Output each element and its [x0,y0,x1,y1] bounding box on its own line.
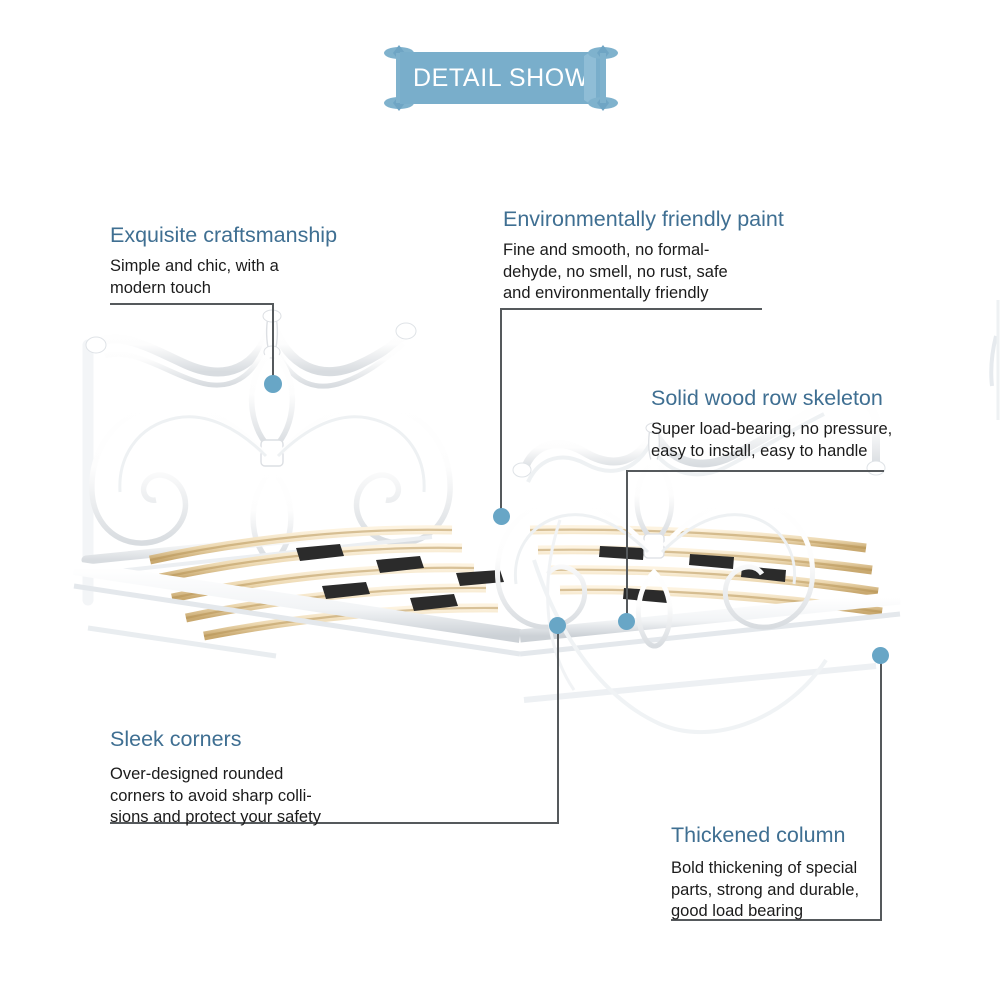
banner-plate [400,52,602,104]
callout-title-skeleton: Solid wood row skeleton [651,386,883,410]
leader-column-vertical [880,655,882,920]
callout-title-craftsmanship: Exquisite craftsmanship [110,223,338,247]
callout-body-line: easy to install, easy to handle [651,441,868,460]
callout-body-craftsmanship: Simple and chic, with a modern touch [110,256,337,299]
callout-dot-paint [493,508,510,525]
banner-ribbon-right-icon [584,45,618,111]
callout-title-column: Thickened column [671,823,846,847]
leader-paint-horizontal [500,308,762,310]
callout-body-line: modern touch [110,278,211,297]
callout-dot-column [872,647,889,664]
callout-dot-corners [549,617,566,634]
callout-body-skeleton: Super load-bearing, no pressure, easy to… [651,419,892,462]
callout-solid-wood-row-skeleton: Solid wood row skeleton Super load-beari… [651,385,892,462]
callout-sleek-corners: Sleek corners Over-designed rounded corn… [110,726,321,829]
leader-craftsmanship-horizontal [110,303,273,305]
banner-title: DETAIL SHOW [412,63,590,92]
leader-column-horizontal [671,919,882,921]
callout-body-line: Over-designed rounded [110,765,284,783]
leader-corners-horizontal [110,822,559,824]
leader-corners-vertical [557,625,559,823]
leader-paint-vertical [500,308,502,513]
leader-skeleton-vertical [626,470,628,620]
callout-body-corners: Over-designed rounded corners to avoid s… [110,764,321,829]
callout-body-line: parts, strong and durable, [671,880,860,899]
callout-title-paint: Environmentally friendly paint [503,207,784,231]
callout-dot-craftsmanship [264,375,282,393]
callout-thickened-column: Thickened column Bold thickening of spec… [671,822,859,923]
callout-body-line: Bold thickening of special [671,859,858,877]
callout-body-line: Super load-bearing, no pressure, [651,420,893,438]
callout-title-corners: Sleek corners [110,727,242,751]
leader-skeleton-horizontal [626,470,884,472]
callout-exquisite-craftsmanship: Exquisite craftsmanship Simple and chic,… [110,222,337,299]
callout-body-column: Bold thickening of special parts, strong… [671,858,859,923]
callout-body-paint: Fine and smooth, no formal- dehyde, no s… [503,240,784,305]
callout-body-line: sions and protect your safety [110,808,321,826]
callout-dot-skeleton [618,613,635,630]
callout-body-line: good load bearing [671,902,804,920]
callout-body-line: and environmentally friendly [503,284,709,302]
callout-body-line: Simple and chic, with a [110,257,279,275]
callout-body-line: corners to avoid sharp colli- [110,786,312,805]
detail-show-banner: DETAIL SHOW [382,42,620,114]
callout-environmentally-friendly-paint: Environmentally friendly paint Fine and … [503,206,784,305]
callout-body-line: Fine and smooth, no formal- [503,241,710,259]
callout-body-line: dehyde, no smell, no rust, safe [503,262,728,281]
leader-craftsmanship-vertical [272,303,274,381]
